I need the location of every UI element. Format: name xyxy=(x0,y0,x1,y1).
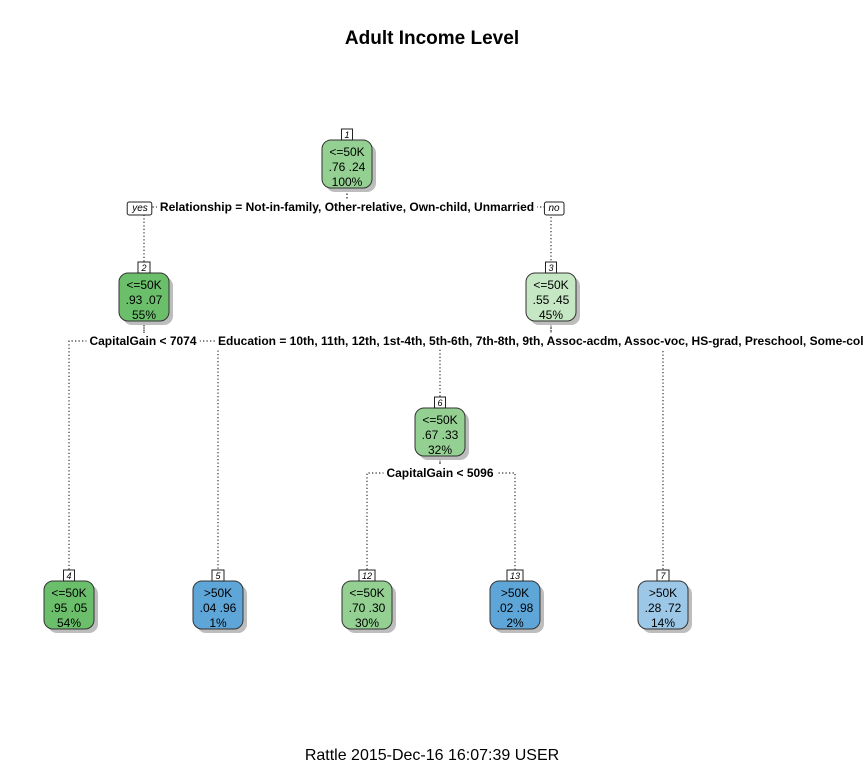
node-probabilities: .67 .33 xyxy=(422,428,459,442)
tree-edge xyxy=(143,190,348,265)
yes-branch-label-text: yes xyxy=(131,203,148,214)
node-number: 5 xyxy=(211,569,225,582)
node-number: 4 xyxy=(62,569,76,582)
node-probabilities: .04 .96 xyxy=(200,601,237,615)
tree-node: >50K.02 .982% 13 xyxy=(489,569,544,633)
node-number-text: 2 xyxy=(140,263,146,273)
split-label-education: Education = 10th, 11th, 12th, 1st-4th, 5… xyxy=(215,333,864,349)
node-probabilities: .55 .45 xyxy=(533,293,570,307)
node-number: 7 xyxy=(656,569,670,582)
split-label-relationship: Relationship = Not-in-family, Other-rela… xyxy=(156,199,538,215)
node-class-label: <=50K xyxy=(533,278,568,292)
node-percentage: 30% xyxy=(355,616,379,630)
node-probabilities: .95 .05 xyxy=(51,601,88,615)
split-label-capitalgain-7074-text: CapitalGain < 7074 xyxy=(89,334,196,348)
node-probabilities: .28 .72 xyxy=(645,601,682,615)
node-probabilities: .02 .98 xyxy=(497,601,534,615)
node-percentage: 100% xyxy=(332,175,363,189)
diagram-title: Adult Income Level xyxy=(344,28,520,49)
node-class-label: <=50K xyxy=(126,278,161,292)
node-number-text: 1 xyxy=(344,130,349,140)
node-number-text: 6 xyxy=(437,398,442,408)
node-number-text: 4 xyxy=(66,571,71,581)
split-label-education-text: Education = 10th, 11th, 12th, 1st-4th, 5… xyxy=(218,334,864,348)
node-number: 1 xyxy=(340,128,354,141)
node-probabilities: .70 .30 xyxy=(349,601,386,615)
node-number: 3 xyxy=(544,261,558,274)
node-class-label: >50K xyxy=(649,586,677,600)
tree-edge xyxy=(439,323,552,400)
node-percentage: 1% xyxy=(209,616,227,630)
split-label-relationship-text: Relationship = Not-in-family, Other-rela… xyxy=(160,200,534,214)
tree-edge xyxy=(143,323,219,573)
node-number-text: 5 xyxy=(215,571,221,581)
node-number-text: 12 xyxy=(362,571,372,581)
node-number: 13 xyxy=(506,569,524,582)
no-branch-label: no xyxy=(543,201,565,216)
node-class-label: >50K xyxy=(501,586,529,600)
node-percentage: 54% xyxy=(57,616,81,630)
tree-edge xyxy=(550,323,664,573)
node-number-text: 13 xyxy=(510,571,520,581)
edges xyxy=(68,190,664,573)
tree-edge xyxy=(68,323,145,573)
node-probabilities: .76 .24 xyxy=(329,160,366,174)
node-class-label: <=50K xyxy=(329,145,364,159)
split-label-capitalgain-5096: CapitalGain < 5096 xyxy=(383,465,497,481)
node-number: 12 xyxy=(358,569,376,582)
node-probabilities: .93 .07 xyxy=(126,293,163,307)
footer-caption: Rattle 2015-Dec-16 16:07:39 USER xyxy=(304,747,560,764)
tree-node: >50K.04 .961% 5 xyxy=(192,569,247,633)
node-number: 6 xyxy=(433,396,447,409)
node-number-text: 7 xyxy=(660,571,666,581)
node-number-text: 3 xyxy=(548,263,553,273)
node-number: 2 xyxy=(137,261,151,274)
split-label-capitalgain-5096-text: CapitalGain < 5096 xyxy=(386,466,493,480)
node-class-label: >50K xyxy=(204,586,232,600)
node-class-label: <=50K xyxy=(422,413,457,427)
node-percentage: 14% xyxy=(651,616,675,630)
node-percentage: 32% xyxy=(428,443,452,457)
node-percentage: 45% xyxy=(539,308,563,322)
node-class-label: <=50K xyxy=(51,586,86,600)
node-percentage: 2% xyxy=(506,616,524,630)
yes-branch-label: yes xyxy=(126,201,153,216)
split-label-capitalgain-7074: CapitalGain < 7074 xyxy=(86,333,200,349)
node-class-label: <=50K xyxy=(349,586,384,600)
node-percentage: 55% xyxy=(132,308,156,322)
no-branch-label-text: no xyxy=(548,203,560,214)
